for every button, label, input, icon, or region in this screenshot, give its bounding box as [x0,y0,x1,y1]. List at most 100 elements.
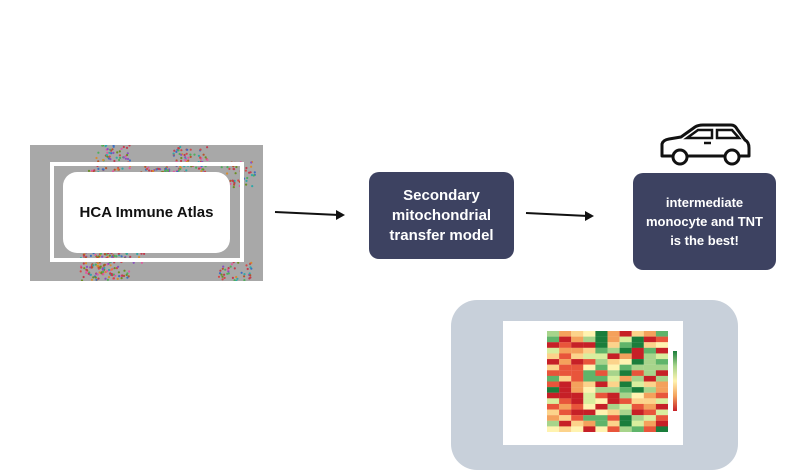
heatmap-cell [559,336,572,343]
heatmap-cell [559,415,572,421]
cluster-dot [101,267,104,270]
cluster-dot [140,261,143,264]
heatmap-cell [631,342,644,348]
cluster-dot [96,273,99,276]
cluster-dot [221,278,224,281]
cluster-dot [125,146,129,149]
heatmap-cell [643,370,656,376]
cluster-dot [112,151,115,154]
cluster-dot [89,273,92,276]
cluster-dot [140,252,143,255]
heatmap-cell [643,415,656,421]
heatmap-cell [655,398,668,405]
heatmap-cell [655,364,668,371]
heatmap-cell [571,415,584,421]
heatmap-cell [607,381,620,388]
heatmap-cell [643,381,656,388]
cluster-dot [90,169,94,172]
heatmap-cell [571,403,584,410]
heatmap-cell [583,426,596,432]
heatmap-cell [559,359,572,365]
heatmap-cell [607,403,620,410]
cluster-dot [110,152,113,155]
cluster-dot [123,269,126,272]
cluster-dot [189,153,192,156]
cluster-dot [243,275,246,278]
heatmap-cell [631,347,644,354]
cluster-dot [124,157,127,160]
atlas-label: HCA Immune Atlas [79,204,214,221]
heatmap-cell [559,387,572,393]
cluster-dot [229,265,232,268]
heatmap-cell [607,420,620,427]
heatmap-cell [559,342,572,348]
heatmap-cell [607,359,620,365]
cluster-dot [113,168,116,171]
cluster-dot [227,267,230,270]
cluster-dot [106,148,109,151]
cluster-dot [101,145,104,147]
cluster-dot [116,151,119,154]
heatmap-cell [559,375,572,382]
heatmap-cell [631,403,644,410]
heatmap-cell [571,381,584,388]
cluster-dot [96,264,99,267]
heatmap-cell [571,392,584,399]
heatmap-cell [607,375,620,382]
cluster-dot [102,270,105,273]
cluster-dot [229,179,232,182]
cluster-dot [232,186,235,189]
cluster-dot [90,278,94,281]
car-icon [660,123,751,166]
cluster-dot [115,156,118,159]
cluster-dot [84,262,88,265]
cluster-dot [112,170,115,173]
cluster-dot [106,270,109,273]
cluster-dot [96,262,99,265]
heatmap-cell [559,353,572,360]
cluster-dot [138,256,141,259]
cluster-dot [115,255,118,258]
cluster-dot [221,267,224,270]
cluster-dot [172,152,175,155]
heatmap-cell [631,420,644,427]
heatmap-cell [583,381,596,388]
cluster-dot [200,170,203,173]
cluster-dot [97,267,100,270]
heatmap-cell [607,347,620,354]
cluster-dot [152,169,155,173]
heatmap-cell [547,409,560,416]
heatmap-cell [595,370,608,376]
cluster-dot [157,167,160,170]
cluster-dot [235,279,238,281]
cluster-dot [110,268,113,271]
heatmap-cell [559,370,572,376]
cluster-dot [107,262,110,265]
cluster-dot [120,147,123,150]
cluster-dot [107,276,111,279]
cluster-dot [230,263,233,266]
cluster-dot [252,174,255,177]
cluster-dot [163,169,167,173]
heatmap-cell [583,364,596,371]
heatmap-cell [595,381,608,388]
heatmap-cell [559,398,572,405]
cluster-dot [187,156,190,159]
heatmap-cell [631,381,644,388]
cluster-dot [104,271,107,274]
cluster-dot [175,150,178,153]
result-label: intermediate monocyte and TNT is the bes… [645,195,763,248]
heatmap-cell [583,392,596,399]
heatmap-cell [547,359,560,365]
heatmap-cell [655,331,668,337]
cluster-dot [108,151,111,154]
heatmap-cell [547,370,560,376]
heatmap-cell [655,342,668,348]
cluster-dot [253,171,256,174]
heatmap-cell [607,398,620,405]
cluster-dot [235,275,238,279]
cluster-dot [248,272,251,275]
heatmap-cell [559,381,572,388]
cluster-dot [223,276,226,279]
heatmap-cell [595,359,608,365]
